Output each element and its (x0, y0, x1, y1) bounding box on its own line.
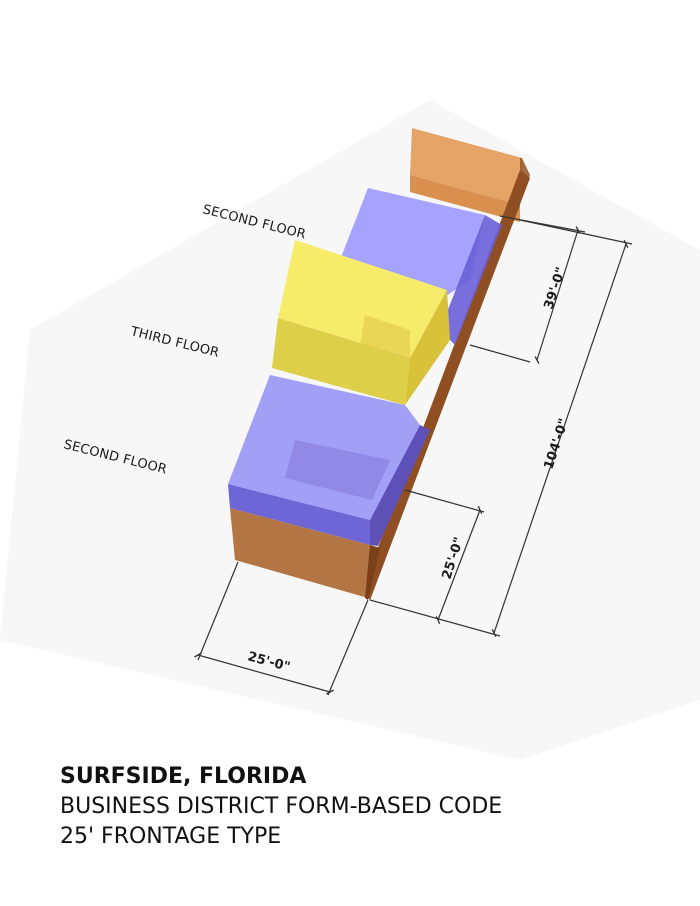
ground-floor-rear-block (368, 128, 530, 600)
caption-block: SURFSIDE, FLORIDA BUSINESS DISTRICT FORM… (60, 762, 502, 852)
caption-frontage-type: 25' FRONTAGE TYPE (60, 824, 282, 849)
ground-floor-front-block (230, 508, 380, 600)
third-floor-block (272, 240, 450, 405)
dimension-lines (194, 215, 633, 696)
caption-title: SURFSIDE, FLORIDA (60, 764, 307, 789)
second-floor-front-block (228, 375, 430, 546)
massing-diagram: SECOND FLOOR THIRD FLOOR SECOND FLOOR 39… (62, 128, 633, 696)
ground-floor-side (362, 170, 530, 600)
caption-subtitle: BUSINESS DISTRICT FORM-BASED CODE (60, 794, 503, 819)
